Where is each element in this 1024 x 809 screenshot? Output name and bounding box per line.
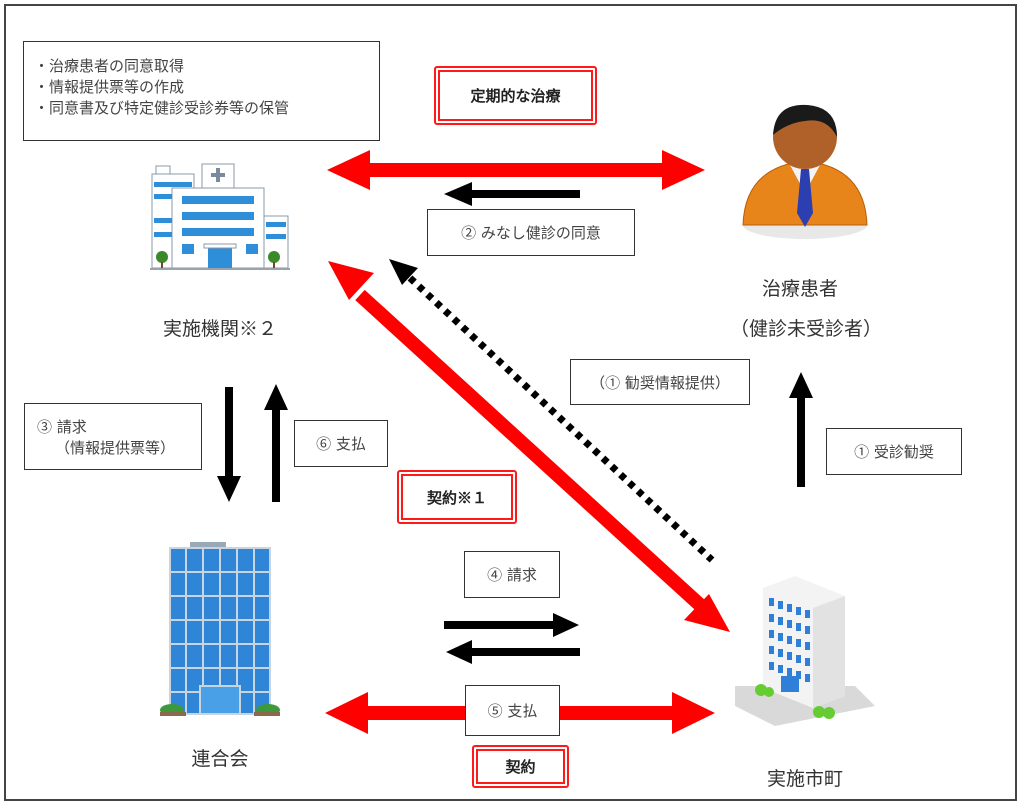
note-item: 情報提供票等の作成 (34, 77, 379, 98)
claim3-title: ③ 請求 (37, 417, 87, 436)
claim3-label-box: ③ 請求 （情報提供票等） (24, 403, 202, 470)
patient-person-icon (742, 104, 868, 239)
patient-label: 治療患者 (761, 278, 838, 300)
diagram-frame (4, 4, 1017, 801)
regular-treatment-badge: 定期的な治療 (434, 66, 597, 125)
regular-treatment-text: 定期的な治療 (438, 70, 593, 121)
contract1-badge: 契約※１ (397, 470, 517, 524)
note-item: 治療患者の同意取得 (34, 56, 379, 77)
claim4-label-box: ④ 請求 (464, 551, 560, 598)
hospital-icon (150, 163, 290, 270)
info-provision-label-box: （① 勧奨情報提供） (570, 359, 750, 405)
contract-diagonal-arrow (328, 261, 730, 632)
payment6-label-box: ⑥ 支払 (294, 420, 388, 467)
municipality-label: 実施市町 (766, 768, 843, 790)
encourage-label-box: ① 受診勧奨 (826, 428, 962, 475)
info-provision-dotted-arrow (389, 259, 715, 563)
claim3-subtitle: （情報提供票等） (55, 438, 176, 457)
contract-badge: 契約 (472, 745, 569, 788)
city-hall-building-icon (735, 576, 875, 726)
institution-label: 実施機関※２ (162, 318, 277, 340)
institution-duties-notes: 治療患者の同意取得 情報提供票等の作成 同意書及び特定健診受診券等の保管 (23, 41, 380, 141)
office-building-icon (160, 542, 280, 716)
patient-sublabel: （健診未受診者） (730, 318, 883, 340)
contract-text: 契約 (476, 749, 565, 784)
consent-label-box: ② みなし健診の同意 (427, 209, 635, 256)
consent-arrow (444, 182, 580, 206)
payment5-label-box: ⑤ 支払 (465, 685, 560, 736)
contract1-text: 契約※１ (401, 474, 513, 520)
encourage-arrow (789, 372, 813, 487)
regular-treatment-arrow (327, 150, 705, 190)
claim4-right-arrow (444, 613, 579, 637)
federation-label: 連合会 (191, 748, 249, 770)
note-item: 同意書及び特定健診受診券等の保管 (34, 98, 379, 119)
claim4-left-arrow (446, 640, 580, 664)
claim-down-arrow (217, 387, 241, 502)
payment-up-arrow (264, 384, 288, 502)
